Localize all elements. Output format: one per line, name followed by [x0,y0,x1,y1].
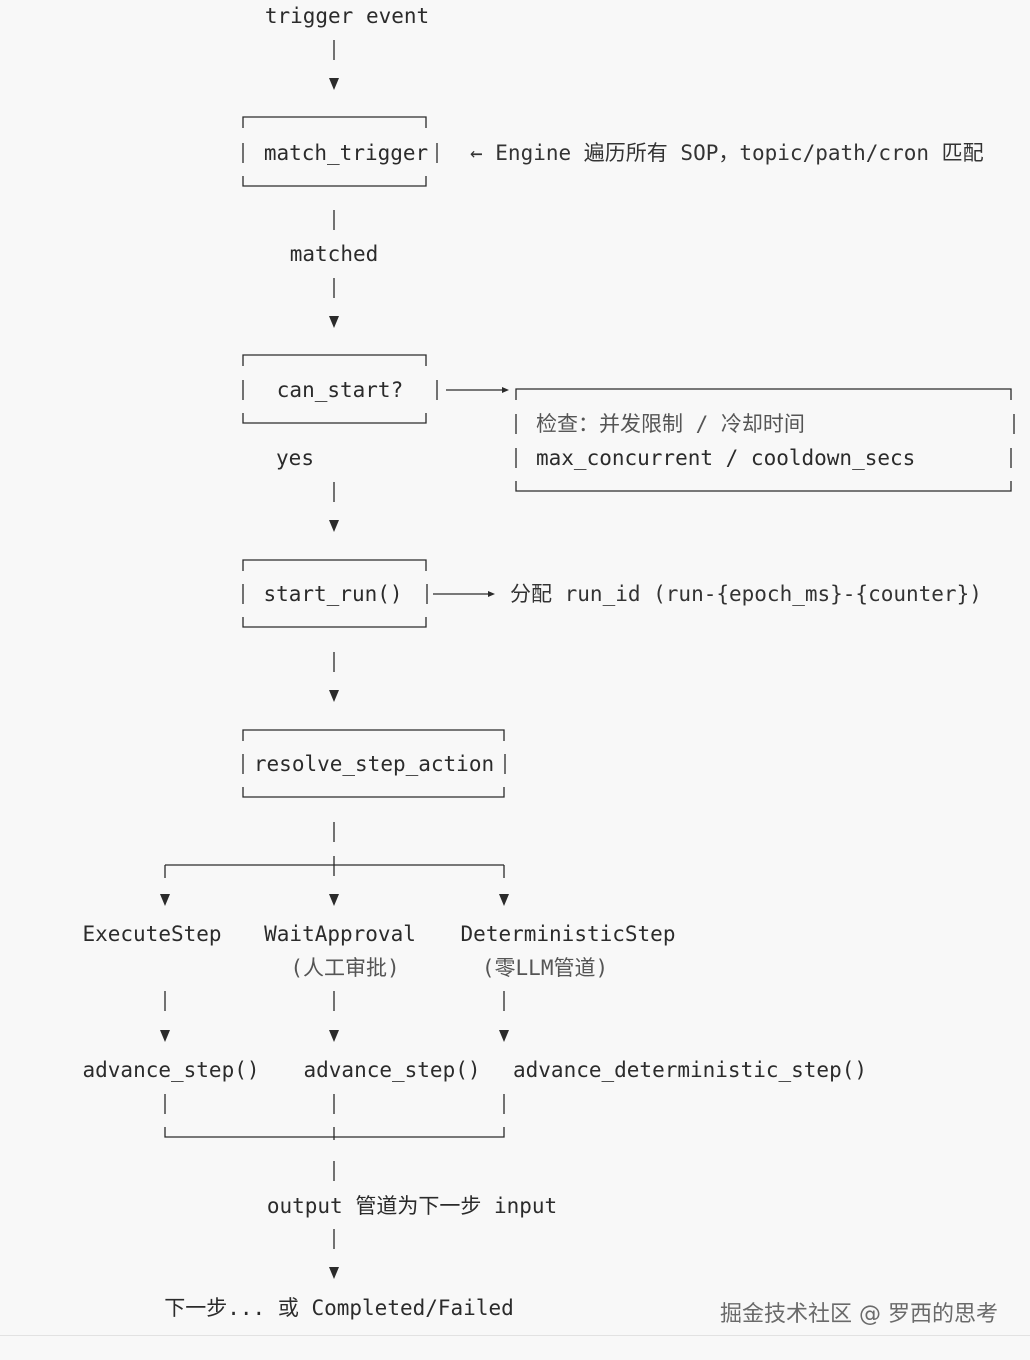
start-run-note: 分配 run_id (run-{epoch_ms}-{counter}) [510,582,982,606]
watermark: 掘金技术社区 @ 罗西的思考 [720,1302,998,1327]
can-start-node: can_start? [276,378,404,402]
advance-step-2: advance_step() [303,1058,481,1082]
deterministic-step-label: DeterministicStep [460,922,676,946]
deterministic-step-sub: (零LLM管道) [481,956,609,980]
advance-step-1: advance_step() [82,1058,260,1082]
next-or-done-label: 下一步... 或 Completed/Failed [164,1296,514,1320]
match-trigger-node: match_trigger [263,141,429,165]
start-run-node: start_run() [263,582,403,606]
matched-label: matched [289,242,379,266]
output-pipe-label: output 管道为下一步 input [266,1194,558,1218]
check-box-line-1: 检查：并发限制 / 冷却时间 [536,412,805,436]
execute-step-label: ExecuteStep [82,922,222,946]
resolve-step-action-node: resolve_step_action [253,752,495,776]
check-box-line-2: max_concurrent / cooldown_secs [536,446,916,470]
footer-divider [0,1335,1030,1336]
trigger-event-label: trigger event [264,4,430,28]
wait-approval-sub: (人工审批) [290,956,400,980]
yes-label: yes [276,446,314,470]
advance-deterministic-step: advance_deterministic_step() [512,1058,868,1082]
match-trigger-note: ← Engine 遍历所有 SOP，topic/path/cron 匹配 [470,141,984,165]
wait-approval-label: WaitApproval [264,922,416,946]
